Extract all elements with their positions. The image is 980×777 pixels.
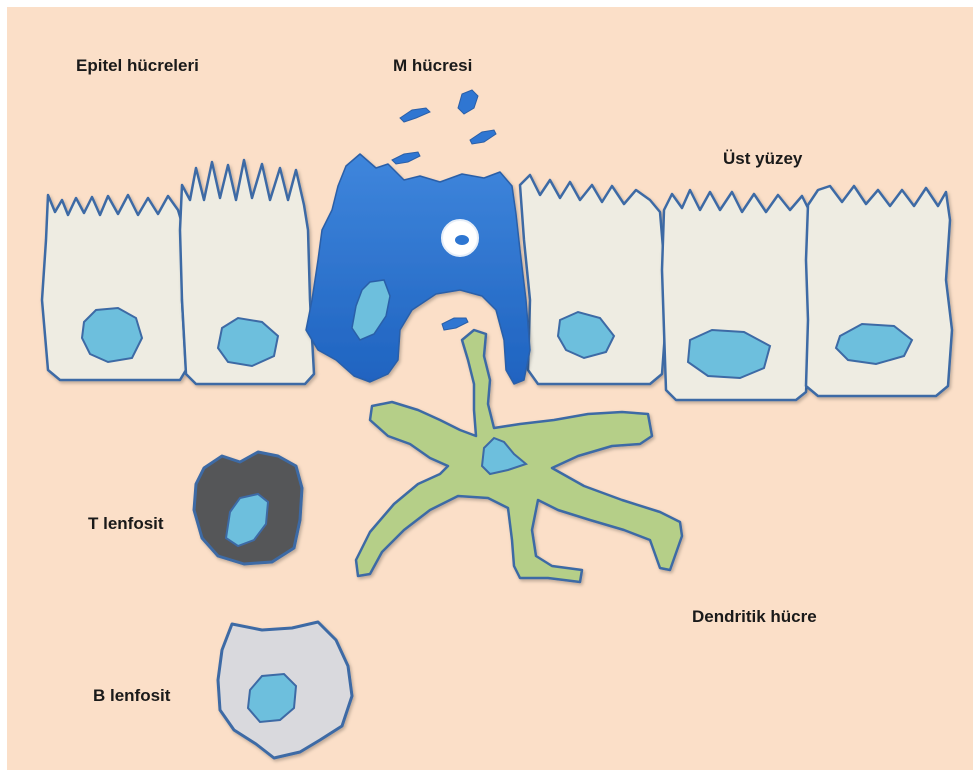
- label-epithelial-cells: Epitel hücreleri: [76, 56, 199, 75]
- label-top-surface: Üst yüzey: [723, 149, 803, 168]
- label-t-lymphocyte: T lenfosit: [88, 514, 164, 533]
- label-b-lymphocyte: B lenfosit: [93, 686, 171, 705]
- nucleus: [82, 308, 142, 362]
- label-m-cell: M hücresi: [393, 56, 472, 75]
- epithelial-cell-4: [662, 190, 810, 400]
- label-dendritic-cell: Dendritik hücre: [692, 607, 817, 626]
- t-lymphocyte: [194, 452, 302, 564]
- epithelial-cell-1: [42, 195, 186, 380]
- epithelial-cell-5: [806, 186, 952, 396]
- epithelial-cell-2: [180, 160, 314, 384]
- m-cell-vesicle-core: [455, 235, 469, 245]
- epithelial-cell-3: [520, 175, 666, 384]
